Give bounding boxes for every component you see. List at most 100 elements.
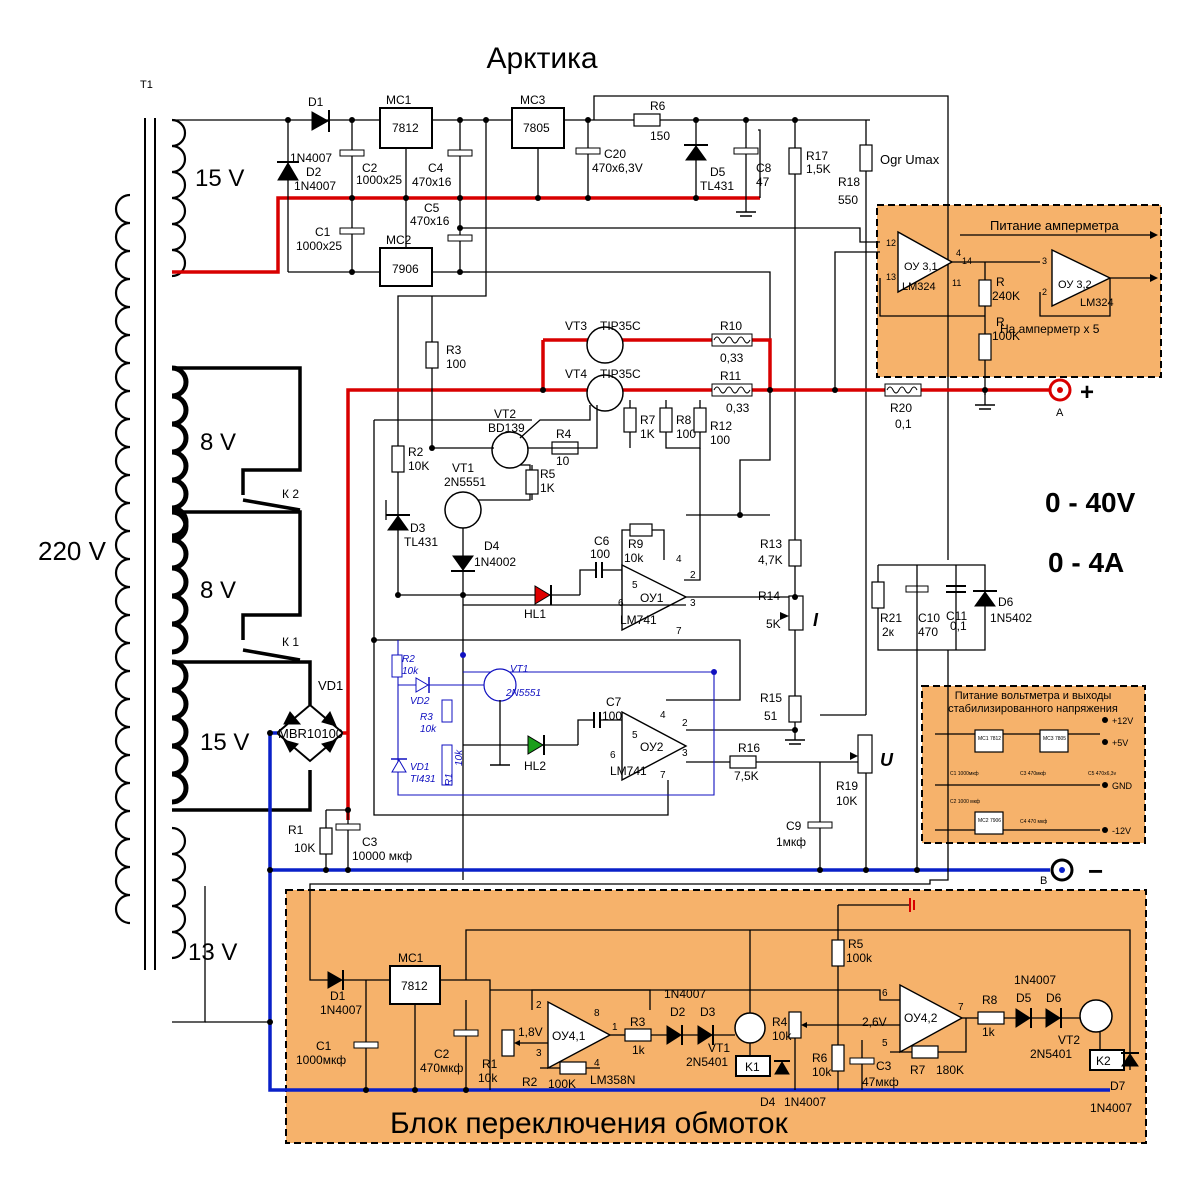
- blue-vd1-part: TI431: [410, 774, 436, 785]
- r14-value: 5K: [766, 617, 781, 631]
- r19-value: 10K: [836, 794, 857, 808]
- mini-c3: С3 470мкф: [1020, 771, 1046, 777]
- terminal-minus-sign: −: [1088, 856, 1103, 886]
- d4-part: 1N4002: [474, 555, 516, 569]
- blue-vt1-part: 2N5551: [505, 688, 541, 699]
- oy1-pin-2: 2: [690, 570, 696, 581]
- r8-label: R8: [676, 413, 692, 427]
- d5-part: TL431: [700, 179, 734, 193]
- voltage-range: 0 - 40V: [1045, 487, 1136, 518]
- oy41-pin-3: 3: [536, 1048, 542, 1059]
- c9-label: C9: [786, 819, 802, 833]
- sw-c1-value: 1000мкф: [296, 1053, 346, 1067]
- blue-r3-value: 10k: [420, 724, 437, 735]
- sw-r7-label: R7: [910, 1063, 926, 1077]
- sw-d1-label: D1: [330, 989, 346, 1003]
- current-adjust-label: I: [813, 610, 819, 630]
- r11-label: R11: [720, 369, 741, 383]
- out-minus12: -12V: [1112, 826, 1131, 836]
- sw-d7-part: 1N4007: [1090, 1101, 1132, 1115]
- r240-value: 240K: [992, 289, 1020, 303]
- sw-k1-label: K1: [745, 1060, 760, 1074]
- sw-vt1-label: VT1: [708, 1041, 730, 1055]
- transformer-t1: T1 220 V 15 V 8 V 8 V 15 V 13 V: [38, 79, 249, 970]
- sw-c2-value: 470мкф: [420, 1061, 464, 1075]
- r2-value: 10K: [408, 459, 429, 473]
- vt4-label: VT4: [565, 367, 587, 381]
- mini-c4: С4 470 мкф: [1020, 819, 1047, 825]
- oy41-pin-8: 8: [594, 1008, 600, 1019]
- r14-label: R14: [758, 589, 780, 603]
- oy1-pin-3: 3: [690, 598, 696, 609]
- r20-value: 0,1: [895, 417, 912, 431]
- c8-label: C8: [756, 161, 772, 175]
- r2-label: R2: [408, 445, 424, 459]
- sw-c1-label: C1: [316, 1039, 332, 1053]
- d6-label: D6: [998, 595, 1014, 609]
- blue-vd1-label: VD1: [410, 762, 429, 773]
- r100-value: 100K: [992, 329, 1020, 343]
- r12-value: 100: [710, 433, 730, 447]
- top-supply: D1 1N4007 D2 1N4007 C2 1000x25 C1 1000x2…: [172, 93, 949, 715]
- voltage-adjust-label: U: [880, 750, 894, 770]
- d6-part: 1N5402: [990, 611, 1032, 625]
- c10-value: 470: [918, 625, 938, 639]
- voltmeter-power-block: [921, 685, 1146, 844]
- d5-label: D5: [710, 165, 726, 179]
- current-range: 0 - 4A: [1048, 547, 1124, 578]
- vt2-part: BD139: [488, 421, 525, 435]
- sw-vt1-part: 2N5401: [686, 1055, 728, 1069]
- c2-value: 1000x25: [356, 173, 402, 187]
- voltmeter-block-content: Питание вольтметра и выходы стабилизиров…: [935, 690, 1133, 836]
- oy2-pin-2: 2: [682, 718, 688, 729]
- pin-13: 13: [886, 272, 896, 282]
- sw-r5-label: R5: [848, 937, 864, 951]
- c20-value: 470x6,3V: [592, 161, 643, 175]
- blue-r3-label: R3: [420, 712, 433, 723]
- c7-value: 100: [602, 709, 622, 723]
- oy41-pin-2: 2: [536, 1000, 542, 1011]
- hl1-label: HL1: [524, 607, 546, 621]
- sw-d56-part: 1N4007: [1014, 973, 1056, 987]
- sw-r6-value: 10k: [812, 1065, 832, 1079]
- sw-r4-label: R4: [772, 1015, 788, 1029]
- oy2-pin-4: 4: [660, 710, 666, 721]
- c5-value: 470x16: [410, 214, 450, 228]
- sw-r5-value: 100k: [846, 951, 873, 965]
- primary-voltage: 220 V: [38, 536, 107, 566]
- oy1-pin-6: 6: [618, 598, 624, 609]
- r100-label: R: [996, 315, 1005, 329]
- c9-value: 1мкф: [776, 835, 806, 849]
- r3-label: R3: [446, 343, 462, 357]
- main-r1-value: 10K: [294, 841, 315, 855]
- pin-12: 12: [886, 238, 896, 248]
- sw-d6-label: D6: [1046, 991, 1062, 1005]
- r10-label: R10: [720, 319, 742, 333]
- oy31-part: LM324: [902, 281, 936, 293]
- mc3-part: 7805: [523, 121, 550, 135]
- winding-8v-2: 8 V: [200, 577, 236, 604]
- winding-15v-top: 15 V: [195, 165, 244, 192]
- sw-r4-value: 10k: [772, 1029, 792, 1043]
- oy1-pin-5: 5: [632, 580, 638, 591]
- mc1-label: MC1: [386, 93, 412, 107]
- control-section: R3 100 VT2 BD139 R4 10 R5 1K R7 1K R8 10…: [373, 296, 894, 880]
- r7-value: 1K: [640, 427, 655, 441]
- ammeter-note: На амперметр х 5: [1000, 322, 1100, 336]
- c1-label: C1: [315, 225, 331, 239]
- sw-c3-value: 47мкф: [862, 1075, 899, 1089]
- r17-value: 1,5K: [806, 162, 831, 176]
- oy42-label: ОУ4,2: [904, 1011, 938, 1025]
- c11-value: 0,1: [950, 619, 967, 633]
- d3-label: D3: [410, 521, 426, 535]
- ammeter-power-block: [876, 204, 1162, 378]
- sw-r7-value: 180K: [936, 1063, 964, 1077]
- r15-value: 51: [764, 709, 778, 723]
- mini-mc3: МС3 7805: [1043, 736, 1066, 742]
- c8-value: 47: [756, 175, 770, 189]
- blue-vt1-label: VT1: [510, 664, 528, 675]
- oy2-pin-3: 3: [682, 748, 688, 759]
- r9-label: R9: [628, 537, 644, 551]
